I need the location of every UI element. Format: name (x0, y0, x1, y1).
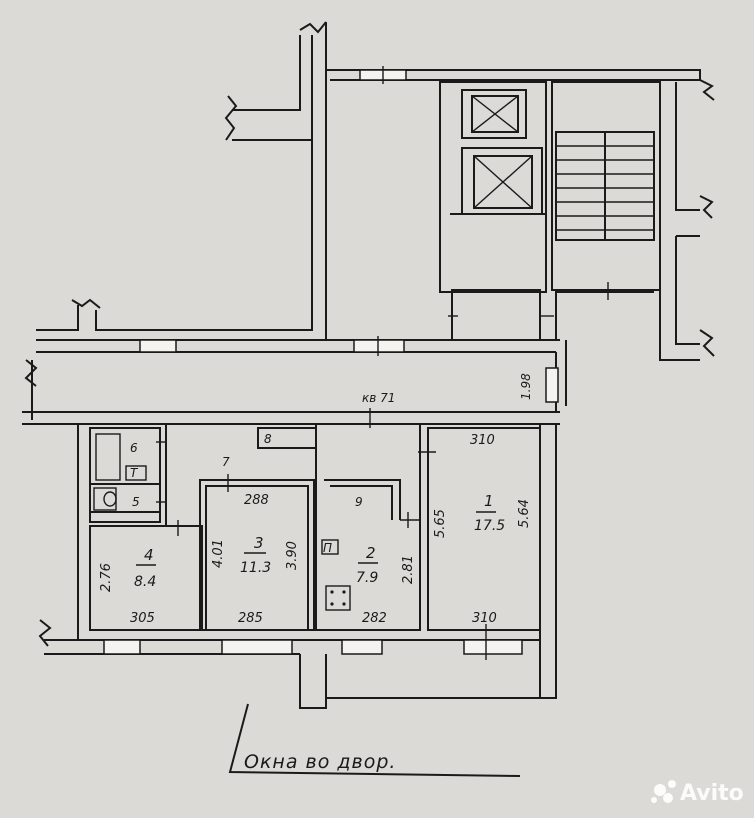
room-3-dim-left: 4.01 (211, 539, 226, 568)
room-3-dim-bottom: 285 (238, 611, 263, 626)
room-4-number: 4 (144, 546, 154, 564)
room-1-number: 1 (484, 492, 494, 510)
room-2-number: 2 (366, 544, 376, 562)
room-1-dim-right: 5.64 (517, 499, 532, 528)
room-7-number: 7 (222, 455, 230, 469)
upper-left-block (36, 21, 327, 331)
avito-watermark: Avito (651, 780, 744, 806)
watermark-text: Avito (680, 781, 744, 806)
room-3-dim-right: 3.90 (285, 541, 300, 570)
room-3-area: 11.3 (240, 560, 271, 576)
toilet-mark: T (130, 466, 139, 480)
room-2-area: 7.9 (356, 570, 378, 586)
room-1-dim-top: 310 (470, 433, 495, 448)
stairwell (439, 81, 661, 340)
room-9-number: 9 (355, 495, 363, 509)
right-wall (659, 79, 715, 361)
room-8-number: 8 (264, 432, 272, 446)
room-1-area: 17.5 (474, 518, 505, 534)
room-6-number: 6 (130, 441, 138, 455)
room-4-dim-left: 2.76 (99, 563, 114, 592)
corridor (22, 336, 567, 428)
room-5-number: 5 (132, 495, 140, 509)
room-3-number: 3 (254, 534, 264, 552)
room-1-dim-left: 5.65 (433, 509, 448, 538)
room-4-area: 8.4 (134, 574, 156, 590)
stove-mark: П (323, 541, 332, 555)
room-2-dim-right: 2.81 (401, 555, 416, 584)
apartment (38, 424, 557, 709)
caption: Окна во двор. (244, 751, 396, 773)
room-4-dim-bottom: 305 (130, 611, 155, 626)
room-1-dim-bottom: 310 (472, 611, 497, 626)
apartment-label: кв 71 (362, 391, 395, 405)
corridor-width: 1.98 (519, 373, 533, 400)
room-2-dim-bottom: 282 (362, 611, 387, 626)
room-3-dim-top: 288 (244, 493, 269, 508)
top-wall (325, 22, 701, 340)
